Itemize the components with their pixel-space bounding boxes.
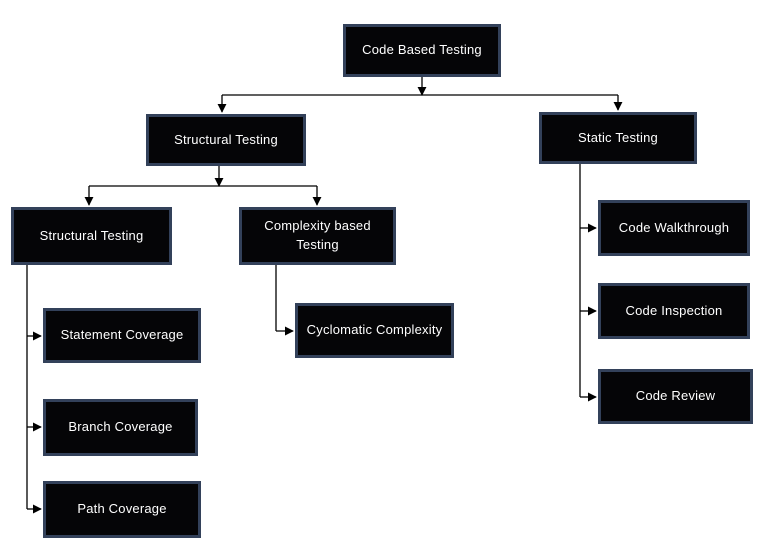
node-label: Structural Testing (39, 227, 144, 243)
node-code-inspection[interactable]: Code Inspection (598, 283, 750, 339)
node-label: Static Testing (578, 129, 658, 145)
node-code-walkthrough[interactable]: Code Walkthrough (598, 200, 750, 256)
node-code-based-testing[interactable]: Code Based Testing (343, 24, 501, 77)
node-label: Statement Coverage (60, 327, 184, 343)
node-branch-coverage[interactable]: Branch Coverage (43, 399, 198, 456)
node-complexity-based-testing[interactable]: Complexity based Testing (239, 207, 396, 265)
node-label: Code Review (635, 388, 716, 404)
node-label: Path Coverage (77, 501, 167, 517)
node-label: Complexity based Testing (264, 218, 371, 252)
node-label: Code Based Testing (362, 42, 482, 58)
node-label: Code Walkthrough (618, 219, 730, 235)
node-path-coverage[interactable]: Path Coverage (43, 481, 201, 538)
node-label: Branch Coverage (68, 419, 173, 435)
node-code-review[interactable]: Code Review (598, 369, 753, 424)
node-cyclomatic-complexity[interactable]: Cyclomatic Complexity (295, 303, 454, 358)
node-label: Structural Testing (174, 131, 278, 147)
node-structural-testing[interactable]: Structural Testing (146, 114, 306, 166)
node-static-testing[interactable]: Static Testing (539, 112, 697, 164)
node-structural-testing-2[interactable]: Structural Testing (11, 207, 172, 265)
node-label: Cyclomatic Complexity (306, 322, 443, 338)
node-label: Code Inspection (625, 302, 723, 318)
node-statement-coverage[interactable]: Statement Coverage (43, 308, 201, 363)
